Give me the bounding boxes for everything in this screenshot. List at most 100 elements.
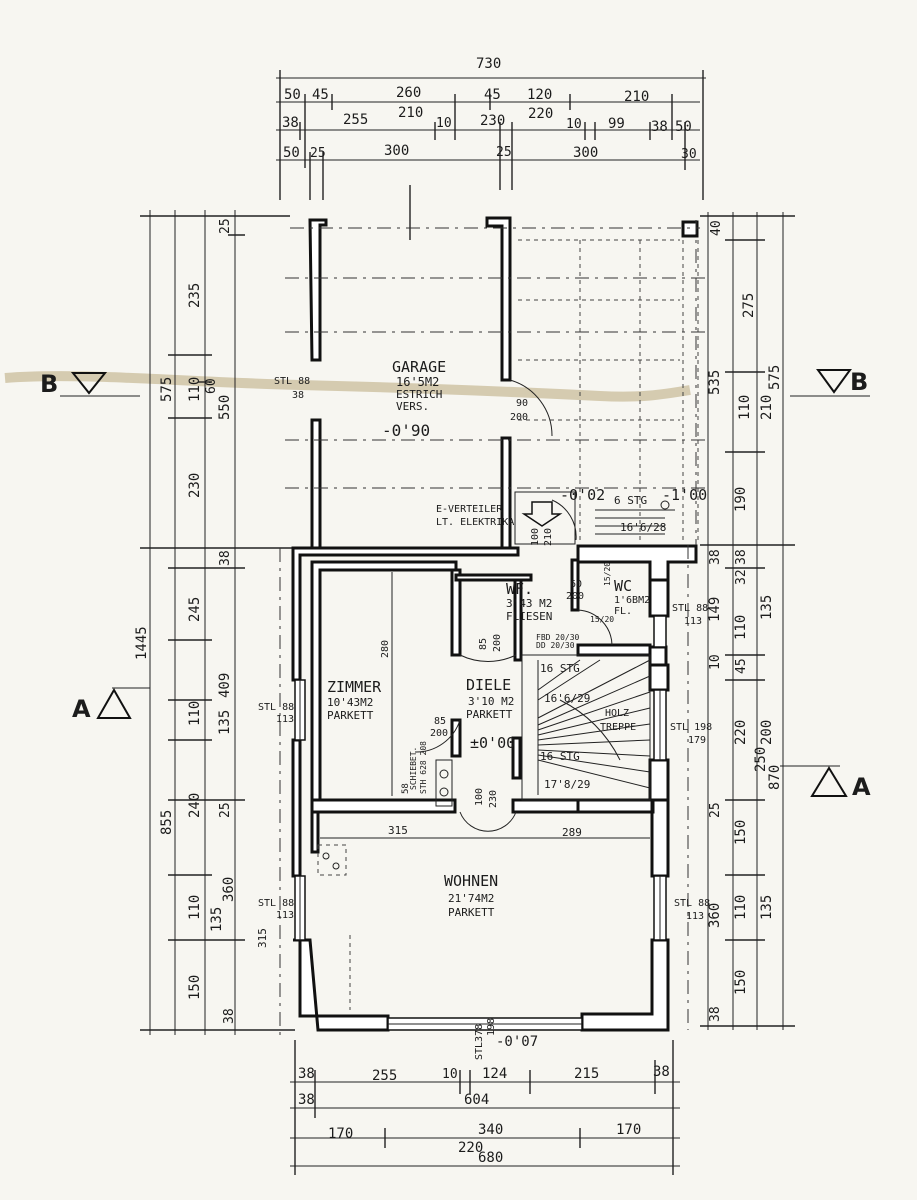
dim-bot-r1-1: 255 (372, 1068, 397, 1084)
dim-bot-r1-5: 38 (653, 1064, 670, 1080)
wf-floor: FLIESEN (506, 610, 552, 623)
entry-steps (514, 491, 675, 545)
dim-bot-r3-1: 340 (478, 1122, 503, 1138)
dim-right-outer-1: 870 (767, 765, 783, 790)
fbd-note-2: DD 20/30 (536, 641, 575, 650)
dim-bot-r1-2: 10 (442, 1067, 458, 1082)
stl-label-2: STL 88 (258, 702, 294, 713)
dim-right-mid-3: 200 (759, 720, 775, 745)
wohnen-door-width: 100 (474, 788, 485, 806)
dim-right-inner-19: 38 (708, 1006, 723, 1022)
zimmer-door-height: 200 (430, 728, 448, 739)
dim-top-r2-5: 220 (528, 106, 553, 122)
dim-right-mid-2: 250 (753, 747, 769, 772)
e-verteiler-label: E-VERTEILER (436, 504, 503, 515)
dim-top-r2-6: 10 (566, 117, 582, 132)
dim-right-inner-2: 110 (737, 395, 753, 420)
ext-level: -1'00 (662, 486, 707, 504)
wc-left-mark: 15/20 (603, 562, 612, 586)
dim-top-r2-1: 255 (343, 112, 368, 128)
section-a-right: A (780, 765, 871, 801)
dim-right-inner-11: 45 (734, 658, 749, 674)
entry-door-width: 100 (530, 528, 541, 546)
dim-left-outer-0: 575 (159, 377, 175, 402)
dim-bot-r3-2: 170 (616, 1122, 641, 1138)
dim-top-r2-0: 38 (282, 115, 299, 131)
stl378-label: STL378 (474, 1024, 485, 1060)
zimmer-name: ZIMMER (327, 678, 382, 696)
stairs-b-ratio: 17'8/29 (544, 778, 590, 791)
ext-stairs-count: 6 STG (614, 494, 647, 507)
dim-right-inner-3: 190 (733, 487, 749, 512)
dim-left-inner-7: 135 (209, 907, 225, 932)
zimmer-area: 10'43M2 (327, 696, 373, 709)
wc-area: 1'6BM2 (614, 595, 650, 606)
left-dimension-chains: 1445 575 855 235 110 230 245 110 240 110… (134, 210, 295, 1035)
top-dimension-chains: 730 50 45 260 45 120 210 38 255 210 10 2… (276, 56, 706, 240)
dim-left-mid-0: 235 (187, 283, 203, 308)
dim-bot-r2-1: 604 (464, 1092, 489, 1108)
dim-bot-r3-0: 170 (328, 1126, 353, 1142)
zimmer-door-width: 85 (434, 716, 446, 727)
dim-left-mid-6: 110 (187, 895, 203, 920)
staircase (521, 654, 651, 801)
dim-left-mid-3: 245 (187, 597, 203, 622)
dim-58: 58 (401, 783, 411, 794)
dim-left-inner-2: 550 (217, 395, 233, 420)
dim-top-r1-5: 210 (624, 89, 649, 105)
wohnen-area: 21'74M2 (448, 892, 494, 905)
dim-top-total: 730 (476, 56, 501, 72)
entry-door-height: 210 (543, 528, 554, 546)
garage-floor2: VERS. (396, 400, 429, 413)
dim-top-r2-7: 99 (608, 116, 625, 132)
dim-right-inner-12: 220 (733, 720, 749, 745)
section-a-left: A (72, 687, 150, 723)
stairs-treppe: TREPPE (600, 722, 636, 733)
dim-left-mid-4: 110 (187, 701, 203, 726)
stairs-holz: HOLZ (605, 708, 629, 719)
paper-stain (4, 371, 691, 402)
stove-symbol (435, 759, 453, 807)
garage-door-height: 200 (510, 412, 528, 423)
wc-floor: FL. (614, 606, 632, 617)
dim-top-r3-3: 25 (496, 145, 512, 160)
stl-label-3b: 113 (276, 910, 294, 921)
dim-top-r2-3: 10 (436, 116, 452, 131)
dim-top-r2-2: 210 (398, 105, 423, 121)
ext-stairs-ratio: 16'6/28 (620, 521, 666, 534)
dim-bot-r1-3: 124 (482, 1066, 507, 1082)
garage-door-width: 90 (516, 398, 528, 409)
dim-left-inner-3: 38 (218, 550, 233, 566)
diele-area: 3'10 M2 (468, 695, 514, 708)
dim-left-inner-0: 25 (218, 218, 233, 234)
stl-label-2b: 113 (276, 714, 294, 725)
wohnen-name: WOHNEN (444, 872, 498, 890)
wc-door-height: 200 (566, 591, 584, 602)
dim-right-mid-1: 210 (759, 395, 775, 420)
diele-name: DIELE (466, 676, 511, 694)
dim-right-inner-14: 150 (733, 820, 749, 845)
dim-right-inner-13: 25 (708, 802, 723, 818)
dim-bot-r4-0: 220 (458, 1140, 483, 1156)
dim-top-r1-3: 45 (484, 87, 501, 103)
garage-name: GARAGE (392, 358, 446, 376)
dim-right-inner-9: 135 (759, 595, 775, 620)
wf-door-width: 85 (478, 638, 489, 650)
dim-left-inner-4: 135 (217, 710, 233, 735)
dim-right-mid-0: 275 (741, 293, 757, 318)
dim-left-mid-2: 230 (187, 473, 203, 498)
schiebe-label-2: STH 628 208 (419, 741, 428, 794)
stl-label-3: STL 88 (258, 898, 294, 909)
dim-right-inner-8: 110 (733, 615, 749, 640)
dim-top-r2-8: 38 (651, 119, 668, 135)
dim-left-outer-1: 855 (159, 810, 175, 835)
stl-label-5: STL 198 (670, 722, 712, 733)
zimmer-floor: PARKETT (327, 709, 374, 722)
dim-left-extra-0: 315 (256, 928, 269, 948)
dim-top-r3-1: 25 (310, 146, 326, 161)
stl-label-4: STL 88 (672, 603, 708, 614)
diele-floor: PARKETT (466, 708, 513, 721)
stairs-b-count: 16 STG (540, 750, 580, 763)
dim-top-r3-5: 30 (681, 147, 697, 162)
